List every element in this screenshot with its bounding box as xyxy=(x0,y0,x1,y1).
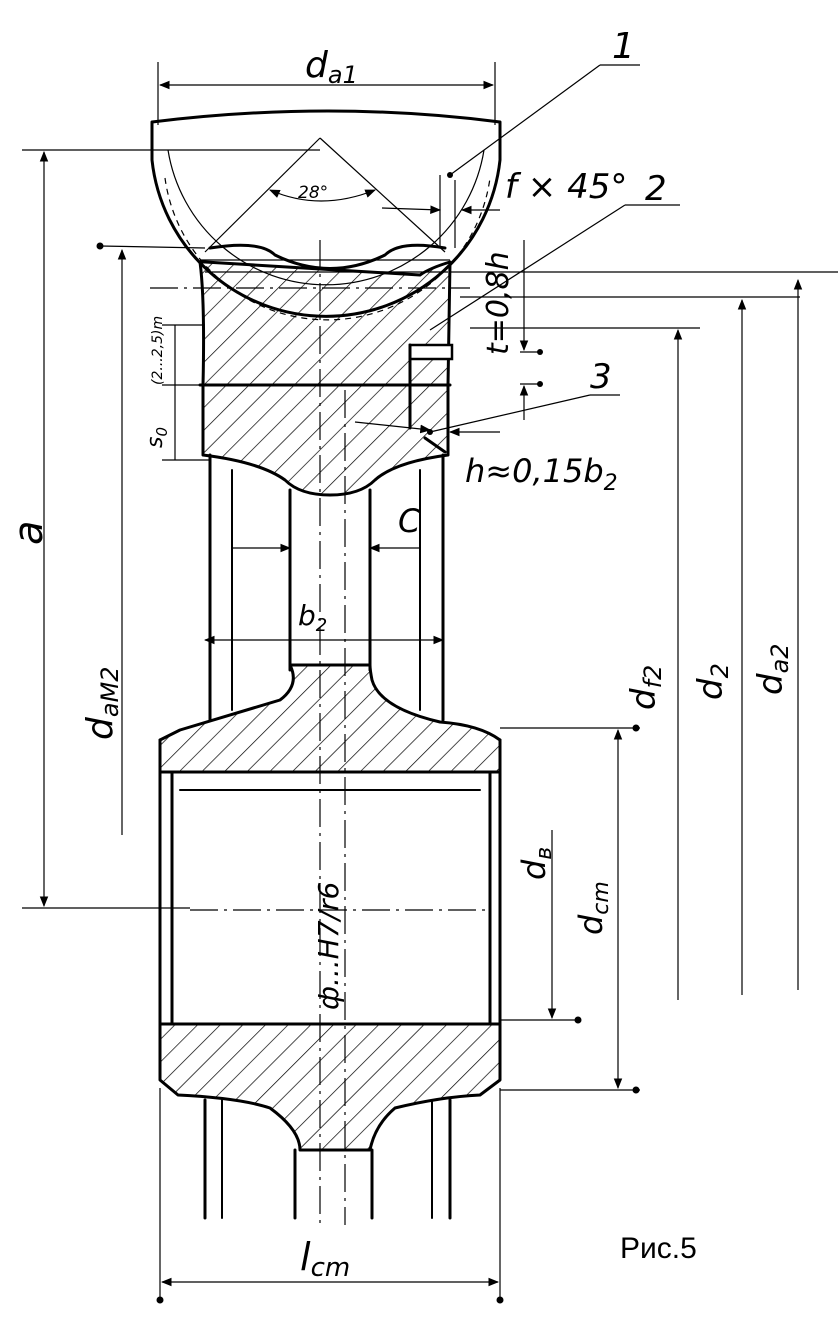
label-df2: d xyxy=(624,688,664,710)
label-angle: 28° xyxy=(298,183,328,203)
label-chamfer: f × 45° xyxy=(505,167,627,207)
label-s0: s xyxy=(143,437,168,448)
label-db: d xyxy=(515,859,553,880)
svg-text:s0: s0 xyxy=(143,427,171,448)
wheel-section xyxy=(158,260,502,1220)
label-h: h≈0,15b xyxy=(465,452,604,490)
svg-text:da2: da2 xyxy=(751,643,794,695)
dimensions xyxy=(22,62,838,1304)
label-1: 1 xyxy=(612,26,635,67)
svg-text:dв: dв xyxy=(515,847,557,880)
label-d2: d xyxy=(691,678,731,700)
label-3: 3 xyxy=(590,357,612,397)
svg-text:h≈0,15b2: h≈0,15b2 xyxy=(465,452,618,496)
angle-arc xyxy=(269,189,377,202)
svg-text:daM2: daM2 xyxy=(80,666,124,740)
screw-pin xyxy=(408,343,454,361)
label-da2: d xyxy=(751,673,791,695)
rim-center xyxy=(201,383,450,497)
label-lcm: l xyxy=(300,1235,311,1279)
svg-text:b2: b2 xyxy=(298,599,327,636)
label-dam2: d xyxy=(80,716,121,740)
svg-text:d2: d2 xyxy=(691,663,734,700)
label-a: a xyxy=(6,520,52,545)
label-fit: ф...H7/r6 xyxy=(312,882,345,1010)
label-2: 2 xyxy=(645,169,667,209)
angle-line-right xyxy=(319,137,446,253)
label-dcm: d xyxy=(572,914,610,935)
rim-crown xyxy=(198,260,452,387)
angle-line-left xyxy=(204,137,321,253)
svg-text:lcm: lcm xyxy=(300,1235,350,1283)
hub-top xyxy=(158,663,502,774)
label-da1: d xyxy=(305,45,329,86)
hub-bottom xyxy=(158,1022,502,1152)
bore xyxy=(170,770,492,1026)
label-t: t=0,8h xyxy=(481,251,516,355)
figure-caption: Рис.5 xyxy=(620,1232,697,1265)
svg-text:df2: df2 xyxy=(624,665,667,710)
svg-text:da1: da1 xyxy=(305,45,358,89)
label-b2: b xyxy=(298,599,316,632)
labels: da1 1 2 3 28° f × 45° t=0,8h (2...2,5)m … xyxy=(6,26,794,1283)
axis-lines xyxy=(150,240,490,1225)
svg-text:dcm: dcm xyxy=(572,881,614,935)
label-rim-range: (2...2,5)m xyxy=(150,316,166,385)
label-c: C xyxy=(398,502,421,540)
